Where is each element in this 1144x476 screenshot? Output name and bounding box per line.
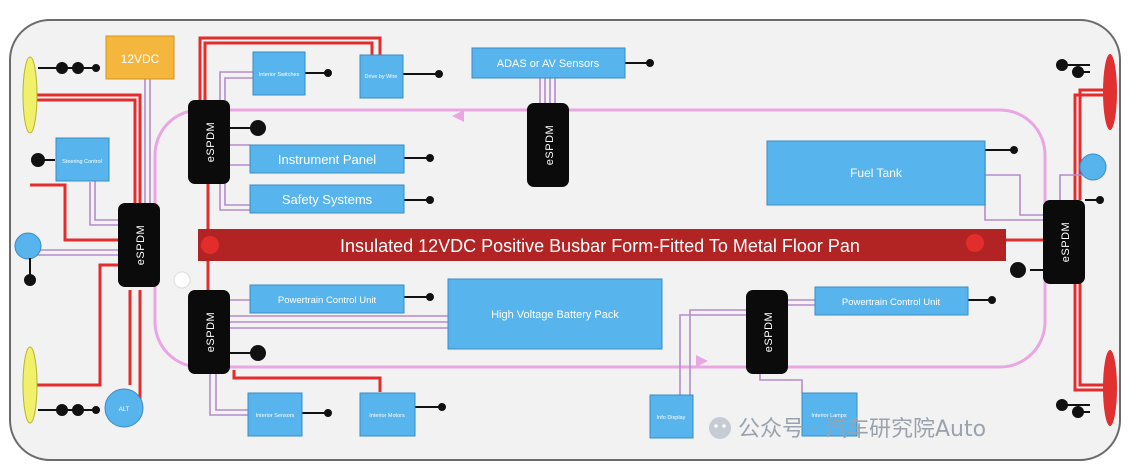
- label-fuel-tank: Fuel Tank: [850, 166, 903, 180]
- busbar-label: Insulated 12VDC Positive Busbar Form-Fit…: [340, 236, 860, 256]
- espdm-right-label: eSPDM: [1060, 222, 1072, 262]
- wechat-icon: [709, 417, 731, 439]
- alternator-label: ALT: [119, 407, 130, 413]
- espdm-bottom-left-label: eSPDM: [205, 312, 217, 352]
- box-powertrain-control-left: [249, 284, 405, 314]
- watermark: 公众号 · 汽车研究院Auto: [709, 417, 986, 442]
- box-instrument-panel: [249, 144, 405, 174]
- left-blue-sensor: [14, 232, 42, 260]
- espdm-left: eSPDM: [118, 203, 160, 287]
- box-adas-sensors: [471, 47, 626, 79]
- label-adas-sensors: ADAS or AV Sensors: [497, 58, 600, 70]
- headlight-top-left: [22, 56, 38, 134]
- label-interior-sensors: Interior Sensors: [256, 413, 295, 419]
- box-interior-sensors: [247, 392, 303, 437]
- espdm-bottom-right-label: eSPDM: [763, 312, 775, 352]
- label-interior-switches: Interior Switches: [259, 72, 300, 78]
- box-hv-battery: [447, 278, 663, 350]
- espdm-right: eSPDM: [1043, 200, 1085, 284]
- label-interior-motors: Interior Motors: [369, 413, 405, 419]
- busbar-left-terminal: [201, 236, 219, 254]
- label-info-display: Info Display: [657, 415, 686, 421]
- box-steering-control: [55, 137, 110, 182]
- espdm-bottom-left: eSPDM: [188, 290, 230, 374]
- label-safety-systems: Safety Systems: [282, 192, 373, 207]
- busbar-right-terminal: [966, 234, 984, 252]
- busbar-white-node: [173, 271, 191, 289]
- watermark-text: 公众号 · 汽车研究院Auto: [738, 417, 986, 442]
- espdm-left-label: eSPDM: [135, 225, 147, 265]
- label-powertrain-control-right: Powertrain Control Unit: [842, 297, 941, 308]
- alternator: [104, 388, 144, 428]
- label-powertrain-control-left: Powertrain Control Unit: [278, 295, 377, 306]
- loop-arrow-top: [452, 110, 464, 122]
- label-right-small: Interior Lamps: [811, 413, 846, 419]
- espdm-top-center-label: eSPDM: [544, 125, 556, 165]
- box-safety-systems: [249, 184, 405, 214]
- label-steering-control: Steering Control: [62, 159, 102, 165]
- box-drive-by-wire: [359, 54, 404, 99]
- espdm-modules: eSPDM eSPDM eSPDM eSPDM eSPDM eSPDM: [118, 100, 1085, 374]
- label-instrument-panel: Instrument Panel: [278, 152, 376, 167]
- right-blue-sensor: [1079, 153, 1107, 181]
- espdm-top-left-label: eSPDM: [205, 122, 217, 162]
- battery-12vdc: [105, 35, 175, 80]
- box-powertrain-control-right: [814, 286, 969, 316]
- espdm-top-left: eSPDM: [188, 100, 230, 184]
- box-fuel-tank: [766, 140, 986, 206]
- espdm-top-center: eSPDM: [527, 103, 569, 187]
- taillight-bottom-right: [1103, 350, 1117, 426]
- battery-12vdc-label: 12VDC: [121, 52, 160, 66]
- busbar: [198, 229, 1006, 261]
- box-info-display: [649, 394, 694, 439]
- headlight-bottom-left: [22, 346, 38, 424]
- component-boxes: [55, 47, 986, 439]
- box-interior-motors: [359, 392, 416, 437]
- espdm-bottom-right: eSPDM: [746, 290, 788, 374]
- box-right-small: [801, 392, 858, 437]
- loop-arrow-bottom: [696, 355, 708, 367]
- taillight-top-right: [1103, 54, 1117, 130]
- label-drive-by-wire: Drive by Wire: [364, 74, 397, 80]
- box-interior-switches: [252, 51, 306, 96]
- label-hv-battery: High Voltage Battery Pack: [491, 309, 619, 321]
- power-wires: [30, 36, 1110, 408]
